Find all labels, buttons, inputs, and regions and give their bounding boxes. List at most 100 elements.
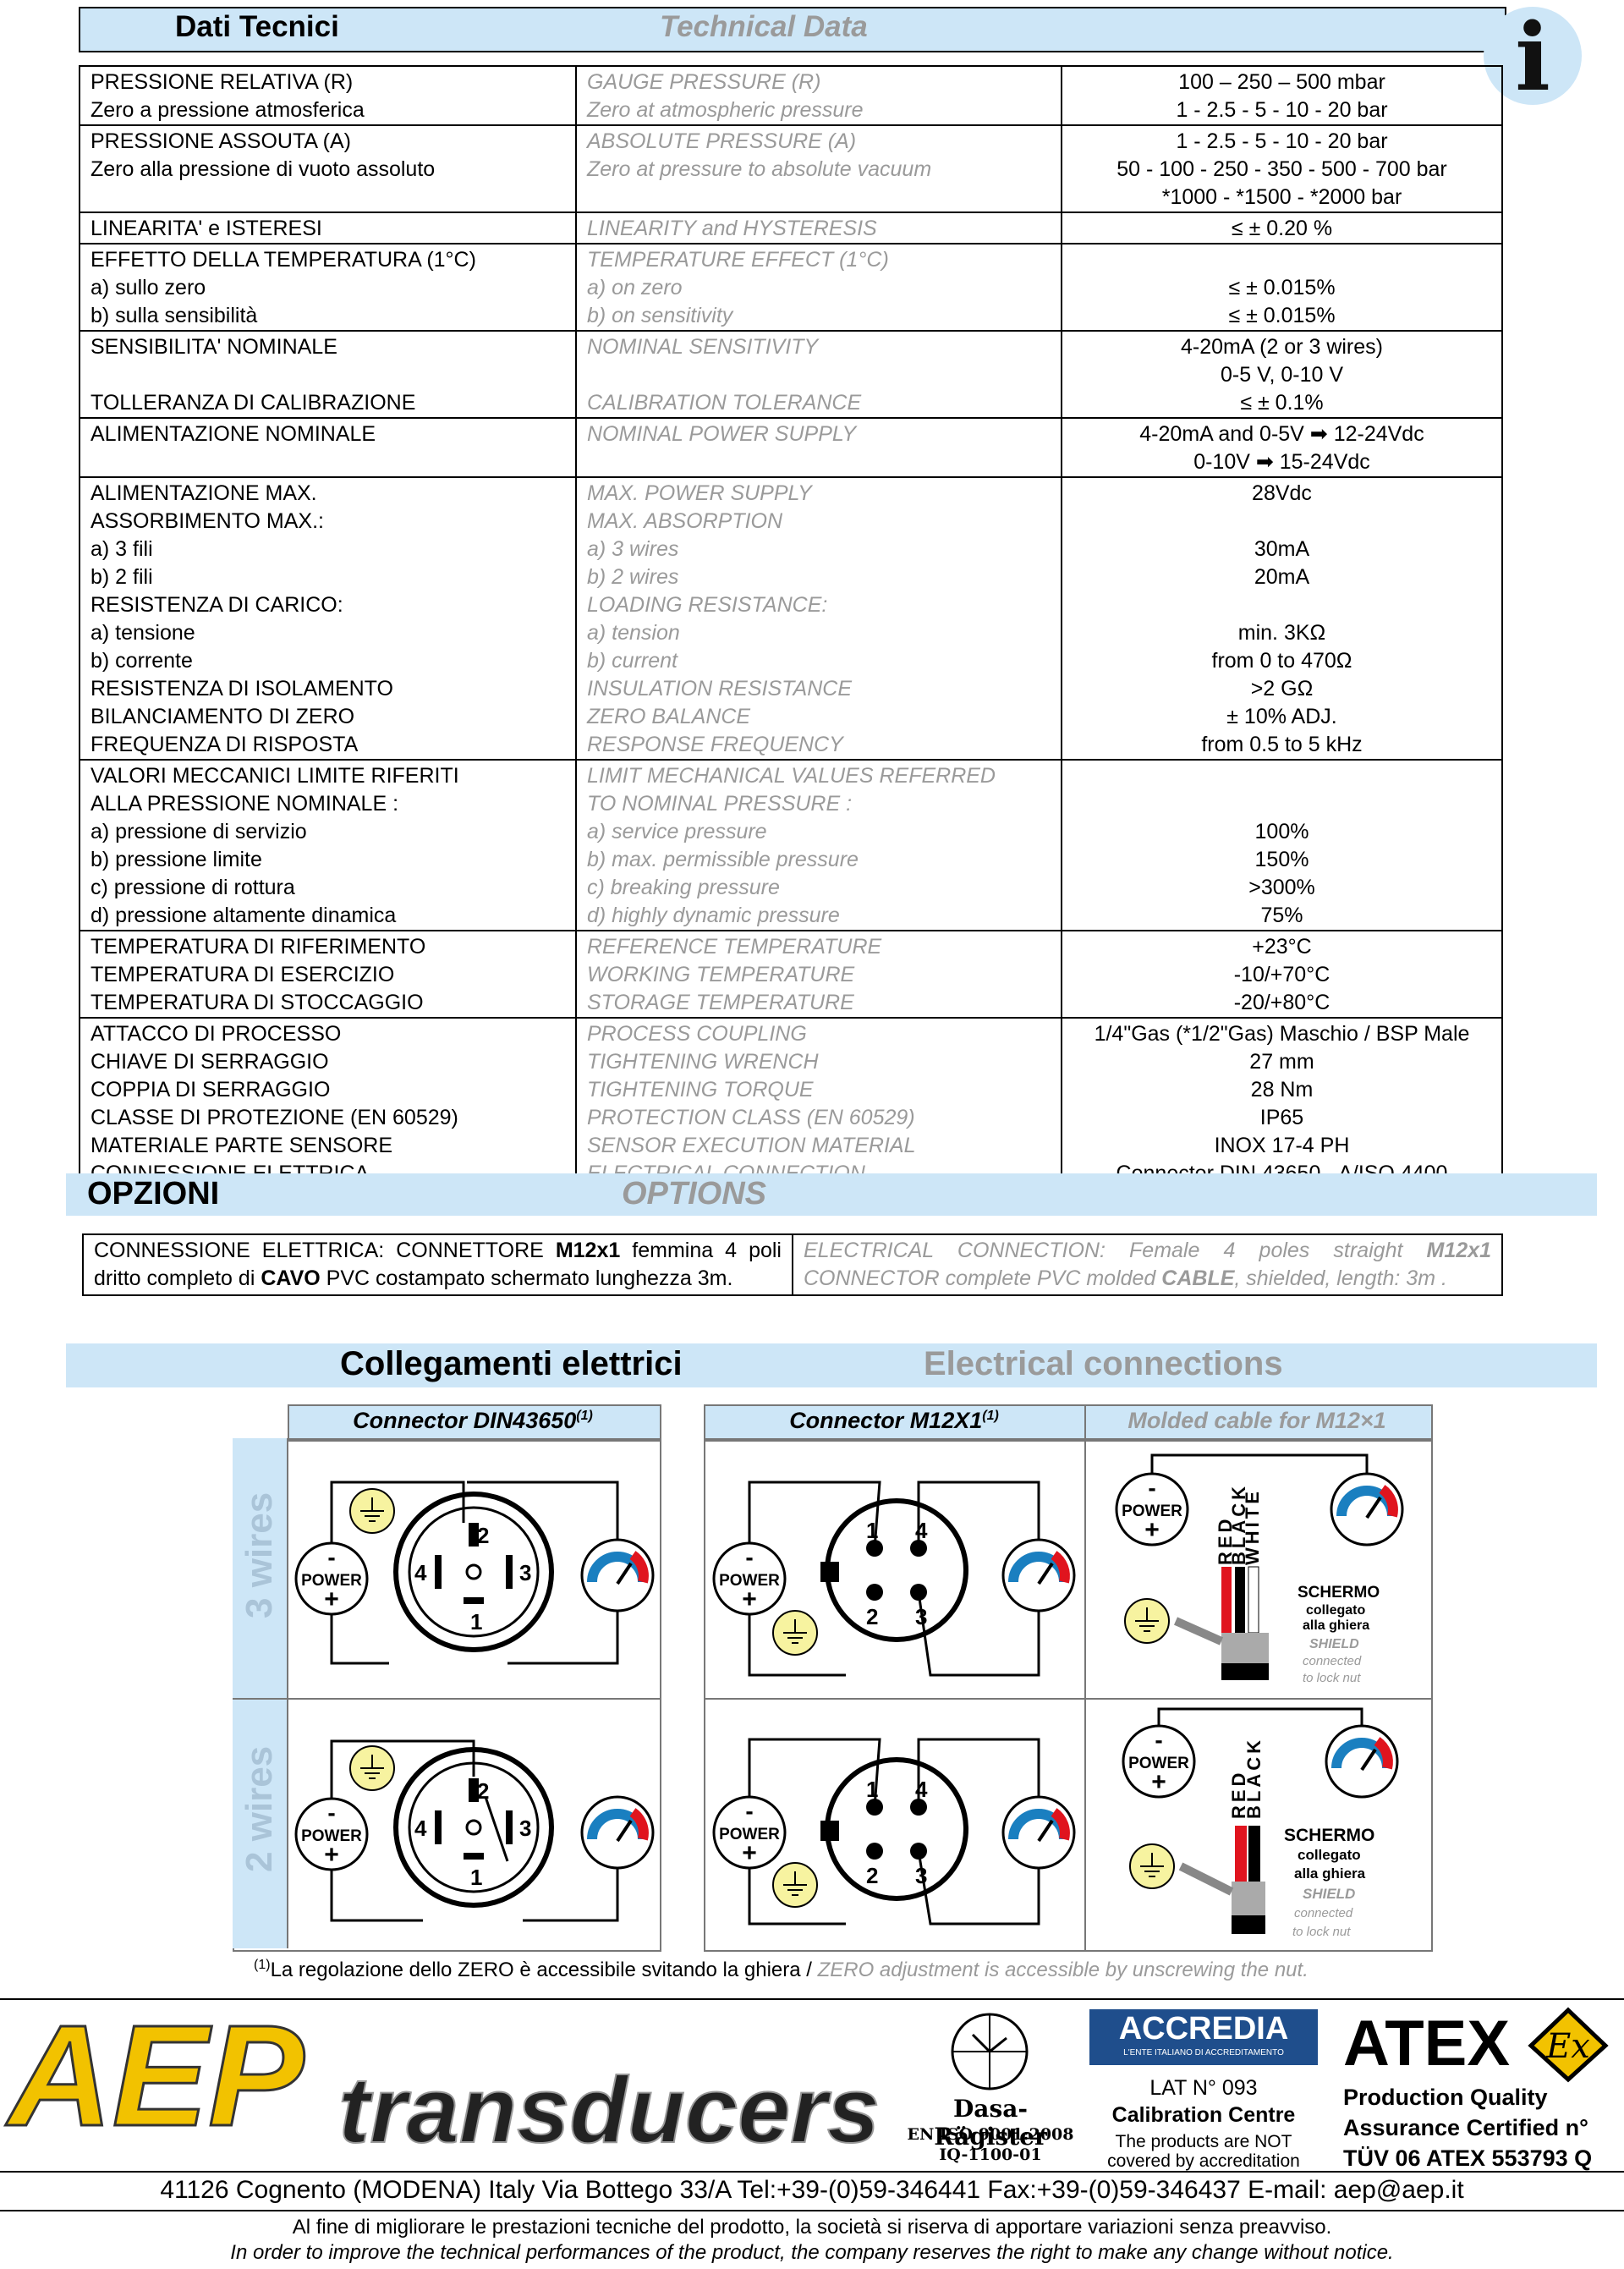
col-din: Connector DIN43650(1)	[353, 1408, 593, 1433]
spec-line: LINEARITA' e ISTERESI	[91, 217, 322, 240]
spec-line: from 0 to 470Ω	[1211, 649, 1352, 673]
connections-band	[66, 1343, 1597, 1387]
spec-line: b) on sensitivity	[587, 304, 733, 327]
connections-title-it: Collegamenti elettrici	[340, 1345, 683, 1382]
wire	[917, 1591, 1040, 1677]
spec-line: -20/+80°C	[1233, 991, 1330, 1014]
wire-red	[1235, 1826, 1247, 1882]
spec-line: b) current	[587, 649, 678, 673]
spec-line: 150%	[1254, 848, 1309, 871]
spec-line: TEMPERATURA DI ESERCIZIO	[91, 963, 395, 986]
wire	[508, 1611, 619, 1665]
din-pin-1	[464, 1853, 484, 1860]
spec-line: ABSOLUTE PRESSURE (A)	[587, 129, 857, 153]
din-pin-2	[469, 1523, 479, 1547]
options-table: CONNESSIONE ELETTRICA: CONNETTORE M12x1 …	[82, 1233, 1503, 1296]
spec-line: TEMPERATURA DI RIFERIMENTO	[91, 935, 426, 959]
schermo-label: collegato	[1306, 1603, 1365, 1618]
m12-connector	[825, 1757, 968, 1901]
spec-line: RESPONSE FREQUENCY	[587, 733, 843, 756]
gauge-needle	[1037, 1819, 1054, 1843]
aep-logo-text: AEP	[5, 2007, 304, 2156]
row-label-col-din	[233, 1438, 288, 1948]
din-pin-1	[464, 1597, 484, 1604]
info-icon: i	[1482, 3, 1583, 112]
spec-line: -10/+70°C	[1233, 963, 1330, 986]
spec-line: TOLLERANZA DI CALIBRAZIONE	[91, 391, 416, 415]
power-label: POWER	[301, 1572, 362, 1590]
spec-line: a) sullo zero	[91, 276, 206, 299]
spec-line: TIGHTENING TORQUE	[587, 1078, 814, 1102]
atex-line-2: Assurance Certified n°	[1343, 2115, 1588, 2140]
m12-header-cell	[704, 1404, 1088, 1442]
gauge-arc-red	[1379, 1485, 1398, 1518]
spec-line: ALLA PRESSIONE NOMINALE :	[91, 792, 399, 816]
spec-line: a) pressione di servizio	[91, 820, 307, 843]
wire	[917, 1738, 1040, 1807]
spec-line: 0-5 V, 0-10 V	[1220, 363, 1343, 387]
footer-note-it: Al fine di migliorare le prestazioni tec…	[292, 2216, 1332, 2239]
shield-label: connected	[1294, 1906, 1353, 1920]
spec-line: 1/4"Gas (*1/2"Gas) Maschio / BSP Male	[1094, 1022, 1470, 1046]
atex-line-1: Production Quality	[1343, 2085, 1548, 2110]
schermo-label: collegato	[1298, 1847, 1361, 1863]
spec-line: RESISTENZA DI CARICO:	[91, 593, 343, 617]
power-label: POWER	[1122, 1503, 1182, 1520]
spec-line: a) 3 wires	[587, 537, 679, 561]
spec-line: INSULATION RESISTANCE	[587, 677, 853, 700]
spec-line: 4-20mA (2 or 3 wires)	[1181, 335, 1383, 359]
spec-line: 20mA	[1254, 565, 1310, 589]
spec-row: EFFETTO DELLA TEMPERATURA (1°C) a) sullo …	[79, 243, 1503, 332]
pin-label: 4	[915, 1518, 928, 1543]
cable-sleeve	[1221, 1663, 1269, 1680]
dasa-icon	[951, 2013, 1029, 2090]
spec-line: PRESSIONE RELATIVA (R)	[91, 70, 354, 94]
spec-line: 75%	[1260, 904, 1303, 927]
spec-line: a) tensione	[91, 621, 195, 645]
spec-line: INOX 17-4 PH	[1214, 1134, 1350, 1157]
schermo-label: alla ghiera	[1294, 1865, 1366, 1882]
cable-shield	[1232, 1882, 1265, 1915]
spec-row: SENSIBILITA' NOMINALE TOLLERANZA DI CALI…	[79, 330, 1503, 419]
cable-shield	[1221, 1633, 1269, 1663]
spec-line: PROCESS COUPLING	[587, 1022, 807, 1046]
footnote: (1)La regolazione dello ZERO è accessibi…	[254, 1958, 1309, 1981]
spec-line: ALIMENTAZIONE NOMINALE	[91, 422, 376, 446]
options-text-it: CONNESSIONE ELETTRICA: CONNETTORE M12x1 …	[82, 1233, 793, 1296]
col-divider-m12	[1084, 1438, 1086, 1950]
brand-strip-top-rule	[0, 1998, 1624, 2000]
wire	[330, 1481, 465, 1543]
din-pin-2	[469, 1778, 479, 1802]
spec-cell-it: PRESSIONE ASSOUTA (A)Zero alla pressione…	[79, 124, 577, 213]
shield-label: to lock nut	[1292, 1925, 1351, 1939]
spec-row: PRESSIONE ASSOUTA (A)Zero alla pressione…	[79, 124, 1503, 213]
m12-pin	[866, 1843, 883, 1860]
spec-line: 30mA	[1254, 537, 1310, 561]
pin-label: 3	[519, 1560, 531, 1585]
spec-line: RESISTENZA DI ISOLAMENTO	[91, 677, 393, 700]
pin-label: 3	[519, 1816, 531, 1841]
spec-line: ALIMENTAZIONE MAX.	[91, 481, 317, 505]
title-en: Technical Data	[660, 10, 868, 43]
spec-line: from 0.5 to 5 kHz	[1201, 733, 1363, 756]
shield-label: to lock nut	[1303, 1671, 1361, 1685]
spec-line: CLASSE DI PROTEZIONE (EN 60529)	[91, 1106, 458, 1129]
din-center	[465, 1819, 482, 1836]
din-pin-3	[506, 1810, 513, 1844]
footer-bottom-rule	[0, 2210, 1624, 2211]
wire	[1157, 1707, 1363, 1726]
spec-line: b) corrente	[91, 649, 193, 673]
spec-row: ALIMENTAZIONE MAX. ASSORBIMENTO MAX.: a) 3…	[79, 476, 1503, 761]
spec-line: EFFETTO DELLA TEMPERATURA (1°C)	[91, 248, 476, 272]
spec-line: TIGHTENING WRENCH	[587, 1050, 819, 1074]
spec-cell-it: EFFETTO DELLA TEMPERATURA (1°C) a) sullo …	[79, 243, 577, 332]
accredia-subtitle: L'ENTE ITALIANO DI ACCREDITAMENTO	[1123, 2048, 1284, 2057]
pin-label: 2	[866, 1863, 878, 1888]
spec-line: ASSORBIMENTO MAX.:	[91, 509, 324, 533]
row-divider-din	[233, 1698, 660, 1700]
